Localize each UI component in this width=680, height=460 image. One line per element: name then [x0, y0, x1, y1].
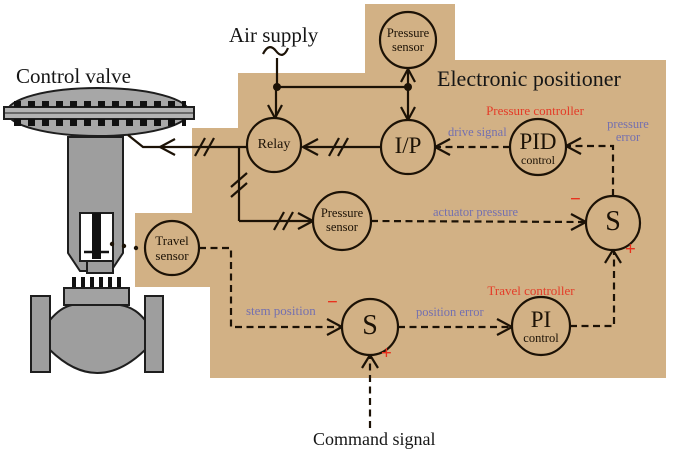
node-text: sensor: [392, 40, 424, 54]
pressure-sensor-top-circle: [378, 10, 438, 70]
node-text: Pressure: [386, 26, 430, 40]
node-text: Pressure: [320, 206, 364, 220]
travel-sensor-node-label: Travel sensor: [132, 233, 212, 263]
relay-node-label: Relay: [257, 137, 291, 152]
control-valve-drawing: [3, 87, 195, 374]
junction-dot: [273, 83, 281, 91]
position-sum-plus-sign: +: [381, 343, 392, 364]
pi-node-label: PI control: [501, 307, 581, 344]
node-text: sensor: [326, 220, 358, 234]
position-sum-minus-sign: −: [327, 292, 338, 313]
node-circles: [143, 10, 642, 357]
pressure-controller-label: Pressure controller: [486, 103, 584, 118]
stem-to-sensor-dots: [109, 241, 139, 251]
pneumatic-lines: [127, 46, 416, 231]
control-valve-label: Control valve: [16, 64, 131, 88]
node-text: sensor: [155, 248, 189, 263]
pressure-sum-plus-sign: +: [625, 239, 636, 260]
arrowhead: [157, 138, 176, 156]
position-error-label: position error: [416, 305, 484, 319]
arrowhead: [300, 138, 319, 156]
travel-controller-label: Travel controller: [487, 283, 575, 298]
pressure-error-label: pressure error: [595, 118, 661, 144]
pressure-sum-circle: [584, 194, 642, 252]
air-supply-label: Air supply: [229, 23, 319, 47]
stem-coupling: [86, 260, 114, 274]
valve-body: [49, 304, 146, 374]
pi-circle: [510, 295, 572, 357]
air-supply-squiggle: [262, 46, 290, 56]
position-sum-node-label: S: [362, 310, 378, 341]
node-text: control: [521, 153, 555, 167]
pid-circle: [508, 117, 568, 177]
electronic-positioner-title: Electronic positioner: [437, 66, 621, 91]
pressure-sensor-top-node-label: Pressure sensor: [368, 26, 448, 54]
node-text: PID: [519, 129, 557, 154]
signal-lines: [199, 144, 616, 428]
pressure-error-line1: pressure: [607, 117, 649, 131]
ip-node-label: I/P: [394, 133, 422, 158]
ip-circle: [379, 118, 437, 176]
node-text: control: [523, 331, 559, 345]
pressure-error-line2: error: [615, 130, 641, 144]
pid-node-label: PID control: [498, 129, 578, 166]
node-text: PI: [530, 307, 552, 332]
bonnet-flange: [63, 287, 130, 306]
valve-stem: [92, 213, 101, 259]
right-pipe-flange: [144, 295, 164, 373]
position-sum-circle: [340, 297, 400, 357]
relay-circle: [245, 116, 303, 174]
pressure-sensor-node-label: Pressure sensor: [302, 206, 382, 234]
command-signal-label: Command signal: [313, 429, 436, 449]
pressure-sum-minus-sign: −: [570, 189, 581, 210]
stem-position-label: stem position: [246, 303, 316, 318]
positioner-region: [135, 4, 666, 378]
left-pipe-flange: [30, 295, 51, 373]
drive-signal-label: drive signal: [448, 125, 507, 139]
travel-sensor-circle: [143, 219, 201, 277]
junction-dot: [404, 83, 412, 91]
node-text: Travel: [155, 233, 189, 248]
pressure-sum-node-label: S: [605, 206, 621, 237]
actuator-pressure-label: actuator pressure: [433, 205, 519, 219]
pressure-sensor-circle: [311, 190, 373, 252]
